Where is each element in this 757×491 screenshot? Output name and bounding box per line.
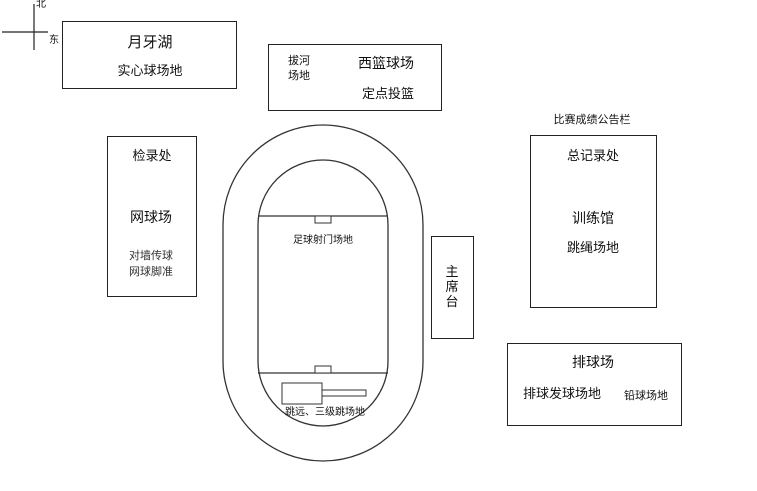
wall-pass-label: 对墙传球: [129, 249, 173, 262]
tug-of-war-label-1: 拔河: [288, 54, 310, 67]
check-in-title: 检录处: [132, 149, 172, 164]
rostrum-box: [431, 236, 474, 339]
rostrum-char-3: 台: [445, 295, 459, 310]
runway: [321, 389, 367, 397]
compass-east-label: 东: [49, 35, 59, 46]
rostrum-char-2: 席: [445, 280, 459, 295]
tennis-accuracy-label: 网球脚准: [129, 265, 173, 278]
west-basketball-box: [268, 44, 442, 111]
football-shooting-label: 足球射门场地: [293, 235, 353, 246]
running-track: [222, 124, 424, 462]
compass-north-label: 北: [36, 0, 46, 10]
shot-put-solid-ball-label: 实心球场地: [117, 64, 183, 79]
rope-skipping-label: 跳绳场地: [566, 241, 620, 256]
rostrum-char-1: 主: [445, 265, 459, 280]
yueya-lake-title: 月牙湖: [127, 33, 173, 51]
goal-top: [314, 215, 332, 224]
gym-title: 训练馆: [572, 211, 614, 227]
volleyball-serve-label: 排球发球场地: [522, 387, 602, 402]
yueya-lake-box: [62, 21, 237, 89]
compass-cross: [2, 4, 48, 50]
scoreboard-label: 比赛成绩公告栏: [553, 113, 631, 126]
tennis-court-title: 网球场: [130, 210, 172, 226]
check-in-box: [107, 136, 197, 297]
shot-put-label: 铅球场地: [624, 389, 668, 402]
volleyball-box: [507, 343, 682, 426]
records-office-title: 总记录处: [566, 149, 620, 164]
volleyball-title: 排球场: [572, 355, 614, 371]
free-throw-label: 定点投篮: [361, 87, 415, 102]
long-jump-label: 跳远、三级跳场地: [285, 407, 365, 418]
tug-of-war-label-2: 场地: [288, 69, 310, 82]
west-basketball-title: 西篮球场: [358, 56, 414, 72]
sandpit: [281, 382, 323, 405]
goal-bottom: [314, 365, 332, 374]
records-office-box: [530, 135, 657, 308]
